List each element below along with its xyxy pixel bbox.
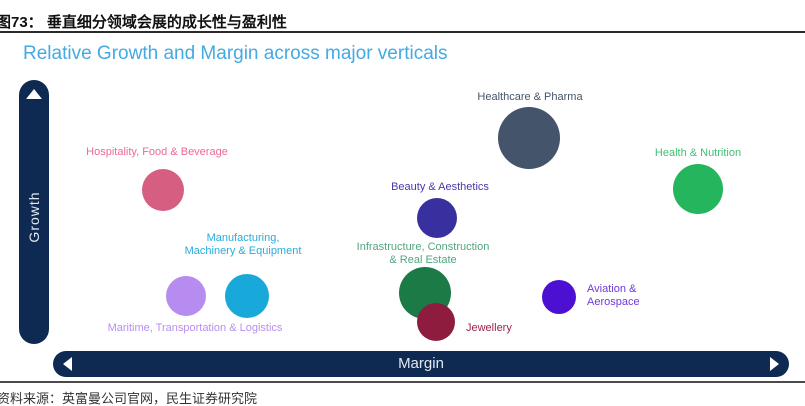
bubble-manufacturing-machinery-equipment bbox=[225, 274, 269, 318]
bubble-label-aviation-aerospace: Aviation &Aerospace bbox=[587, 283, 640, 308]
margin-axis-bar: Margin bbox=[53, 351, 789, 377]
bubble-healthcare-pharma bbox=[498, 107, 560, 169]
footer-divider bbox=[0, 381, 805, 383]
bubble-aviation-aerospace bbox=[542, 280, 576, 314]
bubble-hospitality-food-beverage bbox=[142, 169, 184, 211]
right-arrow-icon bbox=[770, 357, 779, 371]
left-arrow-icon bbox=[63, 357, 72, 371]
source-note: 资料来源：英富曼公司官网，民生证券研究院 bbox=[0, 391, 258, 406]
bubble-beauty-aesthetics bbox=[417, 198, 457, 238]
bubble-maritime-transportation-logistics bbox=[166, 276, 206, 316]
growth-axis-bar: Growth bbox=[19, 80, 49, 344]
bubble-label-maritime-transportation-logistics: Maritime, Transportation & Logistics bbox=[107, 322, 283, 334]
growth-axis-label: Growth bbox=[26, 191, 42, 243]
bubble-label-infrastructure-construction-real-estate: Infrastructure, Construction& Real Estat… bbox=[356, 241, 490, 266]
bubble-jewellery bbox=[417, 303, 455, 341]
header-divider bbox=[0, 31, 805, 33]
figure-title: 图73： 垂直细分领域会展的成长性与盈利性 bbox=[0, 14, 287, 31]
bubble-label-beauty-aesthetics: Beauty & Aesthetics bbox=[391, 181, 489, 193]
margin-axis-label: Margin bbox=[398, 355, 444, 372]
bubble-label-manufacturing-machinery-equipment: Manufacturing,Machinery & Equipment bbox=[184, 232, 302, 257]
bubble-health-nutrition bbox=[673, 164, 723, 214]
bubble-label-healthcare-pharma: Healthcare & Pharma bbox=[477, 91, 583, 103]
bubble-label-health-nutrition: Health & Nutrition bbox=[654, 147, 742, 159]
bubble-label-jewellery: Jewellery bbox=[466, 322, 512, 334]
chart-title: Relative Growth and Margin across major … bbox=[23, 43, 448, 64]
up-arrow-icon bbox=[26, 89, 42, 99]
bubble-label-hospitality-food-beverage: Hospitality, Food & Beverage bbox=[86, 146, 228, 158]
